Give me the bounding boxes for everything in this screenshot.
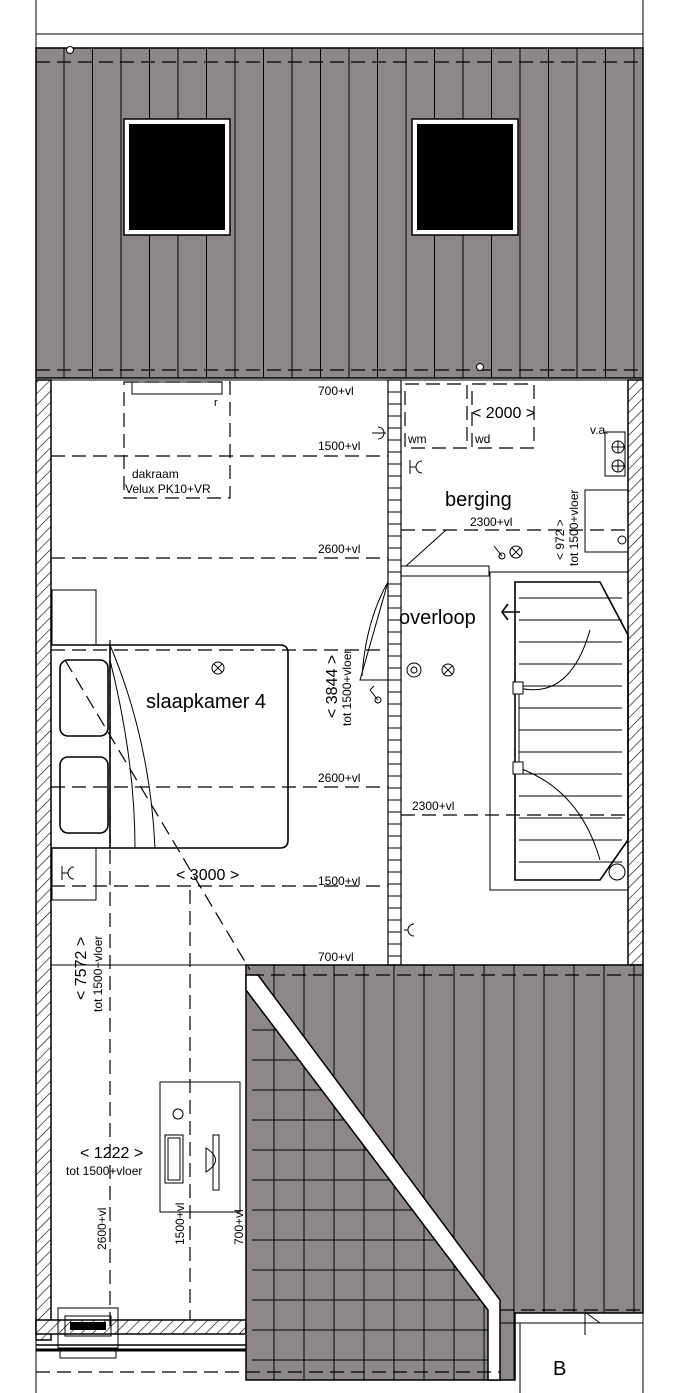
height-700-bottom: 700+vl	[318, 950, 354, 964]
socket-icon	[372, 426, 386, 440]
skylight-right	[411, 118, 519, 236]
height-700-top: 700+vl	[318, 384, 354, 398]
circle-cross-icon	[509, 545, 523, 559]
height-1500-bottom: 1500+vl	[318, 874, 360, 888]
dim-3000: < 3000 >	[176, 867, 239, 884]
dim-972: < 972 >	[553, 519, 567, 560]
circle-cross-icon	[441, 663, 455, 677]
room-label-berging: berging	[445, 489, 512, 511]
dim-2000: < 2000 >	[472, 405, 535, 422]
height-2600-a: 2600+vl	[318, 542, 360, 556]
circle-dot-icon	[406, 662, 422, 678]
height-700-window: 700+vl	[232, 1209, 246, 1245]
skylight-label-1: dakraam	[132, 467, 179, 481]
meter-cupboard	[584, 431, 629, 553]
desk	[159, 1081, 241, 1213]
room-label-slaapkamer: slaapkamer 4	[146, 691, 266, 713]
skylight-label-2: Velux PK10+VR	[125, 482, 211, 496]
wm-label: wm	[407, 432, 427, 446]
dim-972-sub: tot 1500+vloer	[567, 490, 581, 566]
section-label: B	[553, 1358, 566, 1380]
dim-3844: < 3844 >	[324, 655, 341, 718]
switches	[369, 545, 506, 704]
height-2600-b: 2600+vl	[318, 771, 360, 785]
sockets	[61, 426, 423, 937]
switch-icon	[493, 545, 506, 560]
r-label: r	[214, 397, 218, 409]
dakraam-outline	[123, 381, 231, 499]
socket-icon	[404, 923, 415, 937]
room-label-overloop: overloop	[399, 607, 476, 629]
dim-7572-sub: tot 1500+vloer	[91, 936, 105, 1012]
bottom-window	[57, 1307, 119, 1359]
height-1500-window: 1500+vl	[173, 1203, 187, 1245]
height-2600-left: 2600+vl	[95, 1208, 109, 1250]
dim-1222-sub: tot 1500+vloer	[66, 1164, 142, 1178]
arrow-icon	[501, 603, 520, 621]
overloop-door	[359, 581, 389, 681]
dim-7572: < 7572 >	[73, 937, 90, 1000]
skylight-left	[123, 118, 231, 236]
va-label: v.a.	[590, 423, 608, 437]
circle-cross-icon	[211, 661, 225, 675]
height-2300-stair: 2300+vl	[412, 799, 454, 813]
walls	[35, 379, 644, 1352]
wd-label: wd	[474, 432, 490, 446]
bed	[51, 589, 289, 901]
height-lines	[51, 455, 628, 1330]
light-points	[211, 545, 523, 678]
dim-1222: < 1222 >	[80, 1145, 143, 1162]
switch-icon	[369, 685, 382, 704]
socket-icon	[409, 460, 423, 474]
height-2300-berging: 2300+vl	[470, 515, 512, 529]
wm-wd-boxes	[404, 383, 535, 449]
wall-studs	[388, 391, 401, 957]
roof-bottom	[36, 964, 644, 1381]
berging-door	[400, 529, 490, 577]
staircase	[489, 571, 629, 891]
socket-icon	[61, 866, 75, 880]
dim-3844-sub: tot 1500+vloer	[340, 650, 354, 726]
section-marker	[500, 1311, 643, 1393]
height-1500-top: 1500+vl	[318, 439, 360, 453]
